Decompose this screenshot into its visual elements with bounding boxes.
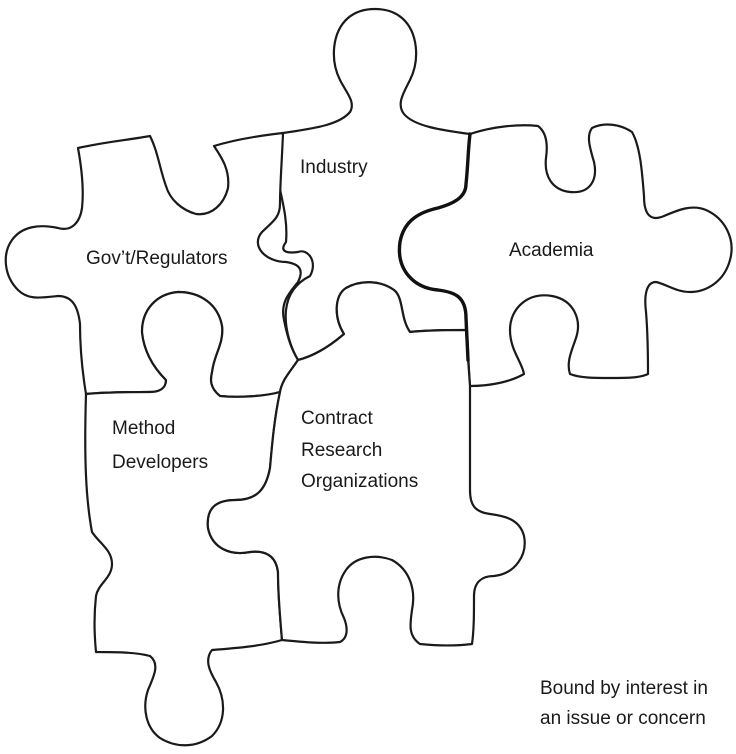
caption-line2: an issue or concern — [540, 708, 706, 729]
method-developers-label-line2: Developers — [112, 452, 208, 473]
regulators-label: Gov’t/Regulators — [86, 248, 228, 269]
contract-research-piece — [206, 281, 526, 647]
academia-label: Academia — [509, 240, 594, 261]
industry-academia-seam — [397, 132, 472, 362]
method-developers-label-line1: Method — [112, 418, 175, 439]
caption-line1: Bound by interest in — [540, 678, 708, 699]
industry-label: Industry — [300, 157, 368, 178]
contract-research-label-line3: Organizations — [301, 471, 418, 492]
contract-research-label-line1: Contract — [301, 408, 374, 429]
contract-research-label-line2: Research — [301, 440, 382, 461]
